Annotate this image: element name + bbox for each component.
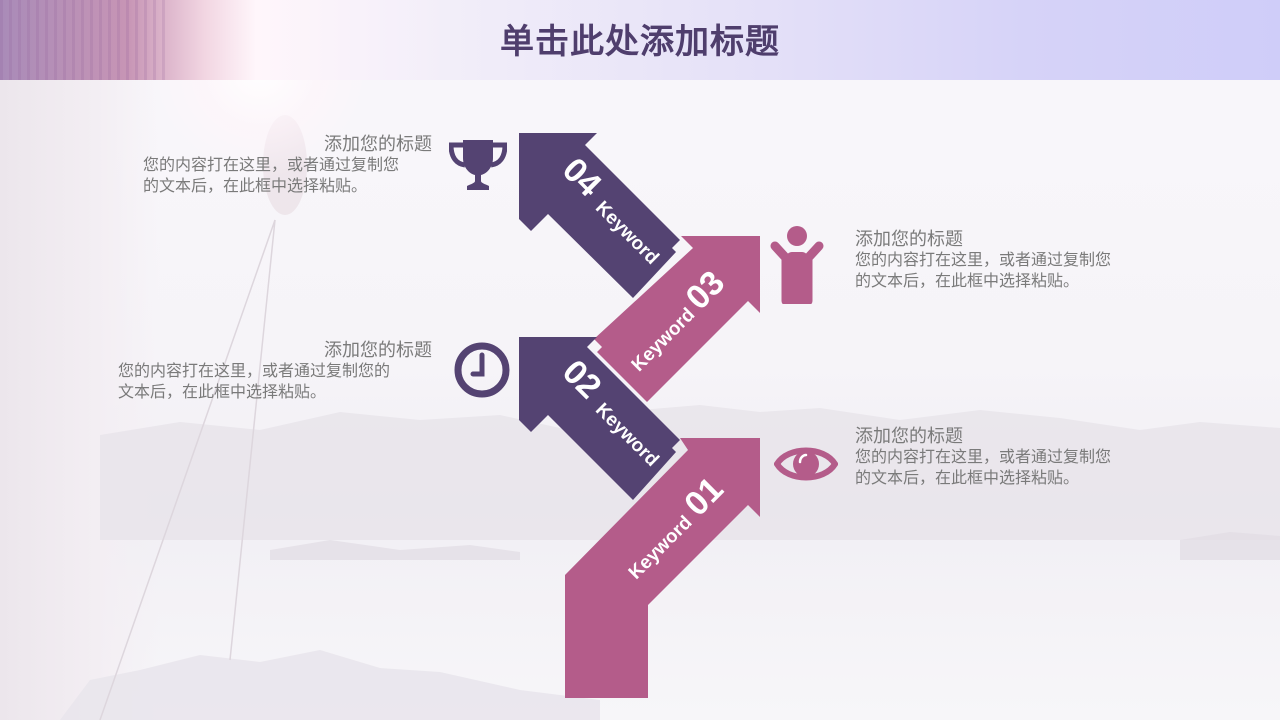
clock-icon <box>454 342 510 398</box>
step-01-body-line2[interactable]: 的文本后，在此框中选择粘贴。 <box>855 470 1080 487</box>
person-icon <box>770 226 824 304</box>
step-01-body-line1[interactable]: 您的内容打在这里，或者通过复制您 <box>855 449 1112 466</box>
arrow-04[interactable]: 04 Keyword <box>519 133 680 298</box>
eye-icon <box>774 447 838 481</box>
step-03-body-line1[interactable]: 您的内容打在这里，或者通过复制您 <box>855 252 1112 269</box>
step-04-text: 添加您的标题 您的内容打在这里，或者通过复制您 的文本后，在此框中选择粘贴。 <box>110 133 432 197</box>
step-03-text: 添加您的标题 您的内容打在这里，或者通过复制您 的文本后，在此框中选择粘贴。 <box>855 228 1175 292</box>
step-04-body-line2[interactable]: 的文本后，在此框中选择粘贴。 <box>143 178 368 195</box>
step-01-text: 添加您的标题 您的内容打在这里，或者通过复制您 的文本后，在此框中选择粘贴。 <box>855 425 1175 489</box>
arrow-01[interactable]: Keyword 01 <box>565 438 760 698</box>
step-02-body-line2[interactable]: 文本后，在此框中选择粘贴。 <box>118 384 327 401</box>
step-03-body-line2[interactable]: 的文本后，在此框中选择粘贴。 <box>855 273 1080 290</box>
step-02-body-line1[interactable]: 您的内容打在这里，或者通过复制您的 <box>118 363 391 380</box>
step-04-heading[interactable]: 添加您的标题 <box>324 134 432 154</box>
step-01-heading[interactable]: 添加您的标题 <box>855 426 963 446</box>
arrow-02[interactable]: 02 Keyword <box>519 337 680 500</box>
step-02-text: 添加您的标题 您的内容打在这里，或者通过复制您的 文本后，在此框中选择粘贴。 <box>110 339 432 403</box>
step-04-body-line1[interactable]: 您的内容打在这里，或者通过复制您 <box>143 157 400 174</box>
header-texture <box>0 0 170 80</box>
header-bar <box>0 0 1280 80</box>
step-03-heading[interactable]: 添加您的标题 <box>855 229 963 249</box>
background-cliff <box>0 80 160 720</box>
step-02-heading[interactable]: 添加您的标题 <box>324 340 432 360</box>
arrow-03[interactable]: Keyword 03 <box>594 236 760 402</box>
trophy-icon <box>449 140 507 190</box>
slide-title[interactable]: 单击此处添加标题 <box>500 23 780 61</box>
